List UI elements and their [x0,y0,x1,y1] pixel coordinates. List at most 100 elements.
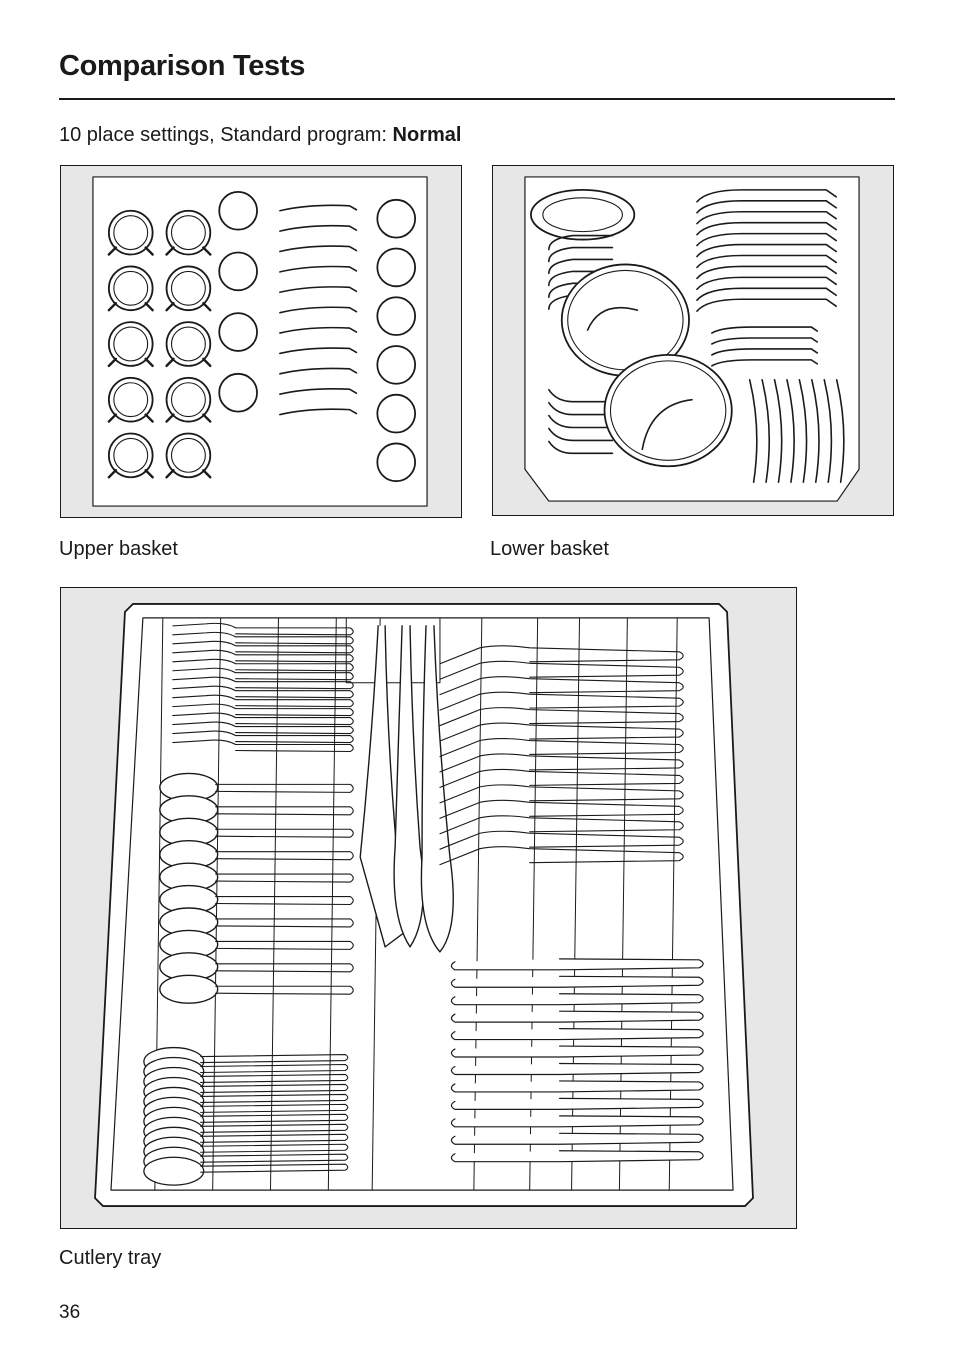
spoon-handle [215,963,354,973]
glass [376,198,417,239]
tray-rack [823,378,833,483]
fork [172,649,354,663]
glass [218,190,258,231]
fork [172,622,354,636]
teaspoon-handle [200,1123,349,1133]
cup-support [107,357,154,368]
saucer-edge [279,347,358,355]
tray-rack [761,378,771,483]
plate-edge [548,388,614,403]
cup-rim [170,437,206,473]
fork [172,685,354,699]
title-rule [59,98,895,100]
plate-edge [696,265,837,280]
plate-rim [542,197,623,233]
plate [530,188,636,241]
saucer-edge [279,326,358,334]
spoon-handle [215,806,354,816]
lower-basket-drawing [524,176,860,502]
knife [450,1028,704,1041]
glass [376,393,417,434]
saucer-edge [279,245,358,253]
knife [450,1045,704,1058]
cup [107,432,154,479]
bowl-shading [586,306,639,331]
fork [439,676,684,696]
plate-edge [696,221,837,236]
fork [172,730,354,744]
teaspoon-handle [200,1073,349,1084]
cup [107,376,154,423]
glass [376,247,417,288]
teaspoon-handle [200,1053,349,1064]
fork [172,694,354,708]
knife [450,1132,704,1145]
cup-support [107,246,154,256]
plate-edge [548,401,614,416]
lower-basket-caption: Lower basket [490,538,609,560]
glass [376,345,417,385]
teaspoon-handle [200,1133,349,1143]
cup [107,209,154,256]
cup-rim [170,270,206,306]
tray-divider [529,617,539,1191]
plate-edge [548,427,614,442]
plate-edge [711,326,819,334]
fork [172,640,354,654]
fork [172,631,354,645]
plate-edge [696,254,837,269]
cup [165,376,212,423]
plate-edge [548,234,614,251]
serving-spoon [393,625,425,948]
teaspoon-handle [200,1113,349,1123]
plate-edge [711,348,819,356]
cup [165,265,212,312]
program-name: Normal [392,124,462,146]
bowl-shading [641,398,693,451]
glass [218,312,258,352]
spoon-handle [215,783,354,793]
knife [450,1150,704,1163]
teaspoon [143,1156,205,1186]
cup-rim [113,437,149,473]
fork [439,645,684,665]
knife [450,1010,704,1023]
fork [439,830,684,850]
bowl [603,354,733,468]
cup-support [165,302,212,312]
knife [450,975,704,988]
fork [172,703,354,717]
cup-rim [113,326,149,362]
tray-divider [571,617,581,1191]
cup-support [107,413,154,423]
plate-edge [696,298,837,312]
cutlery-tray-caption: Cutlery tray [59,1247,162,1269]
saucer-edge [279,265,358,273]
cup-support [165,246,212,256]
saucer-edge [279,408,358,416]
subtitle-prefix: 10 place settings, Standard program: [59,124,393,146]
fork [172,739,354,753]
spoon-handle [215,873,354,883]
page-title: Comparison Tests [59,50,306,82]
cup-support [165,413,212,423]
saucer-edge [279,286,358,294]
tray-divider [473,617,483,1191]
spoon-handle [215,985,354,995]
spoon-handle [215,940,354,950]
spoon [159,974,219,1004]
fork [439,753,684,773]
cup-support [107,302,154,312]
saucer-edge [279,387,358,395]
knife [450,958,704,971]
plate-edge [696,210,837,225]
tray-rack [748,378,758,483]
fork [172,658,354,672]
cup-support [107,469,154,479]
plate-edge [696,243,837,258]
plate-edge [548,282,614,299]
cup-rim [170,215,206,251]
tray-rack [811,378,820,483]
spoon-handle [215,851,354,861]
cutlery-tray-illustration [60,587,797,1229]
